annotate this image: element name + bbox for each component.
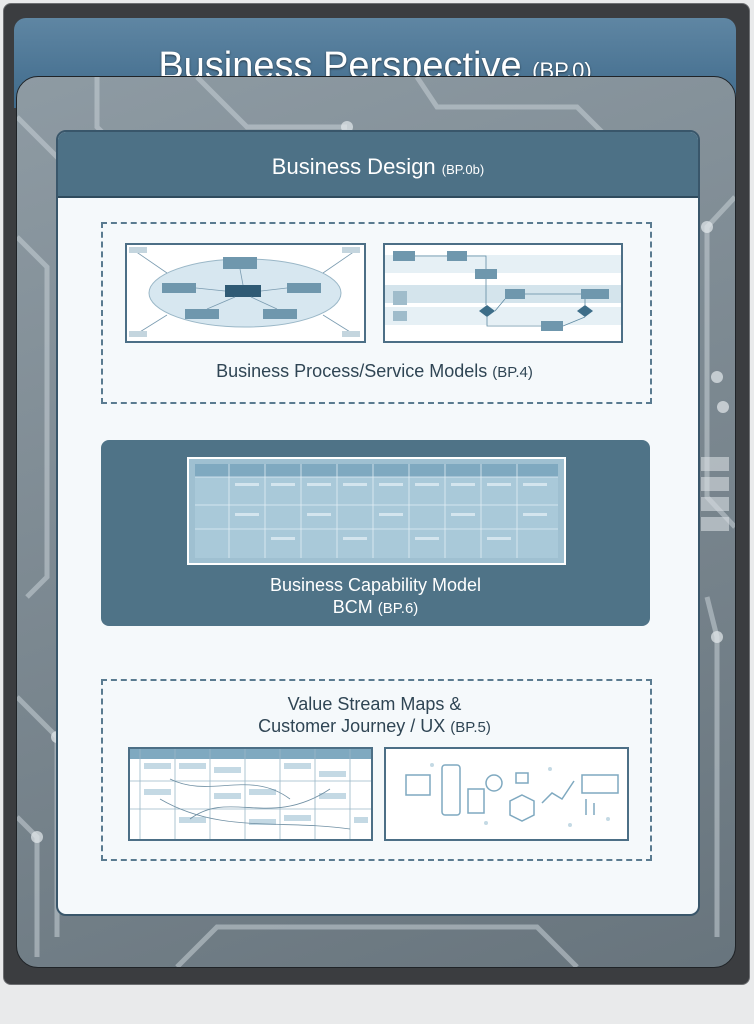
value-stream-sublabel: Customer Journey / UX <box>258 716 446 736</box>
grid-lines <box>195 464 558 558</box>
user-icon <box>485 774 503 792</box>
grid-header-row <box>195 464 558 477</box>
journey-icons <box>405 764 619 822</box>
circuit-chip <box>701 497 729 511</box>
circuit-pad <box>711 631 723 643</box>
circuit-trace <box>17 235 50 599</box>
business-design-title: Business Design (BP.0b) <box>58 154 698 183</box>
diagram-note <box>342 247 360 253</box>
business-design-title-text: Business Design <box>271 154 436 179</box>
actor-icon <box>393 311 407 321</box>
circuit-trace <box>175 924 579 967</box>
business-design-header: Business Design (BP.0b) <box>58 132 698 198</box>
customer-journey-thumbnail[interactable] <box>384 747 629 841</box>
capability-model-code: (BP.6) <box>377 600 419 617</box>
value-stream-map-thumbnail[interactable] <box>128 747 373 841</box>
map-header-row <box>130 749 371 759</box>
phone-icon <box>441 764 461 816</box>
grid-cells <box>235 483 547 540</box>
monitor-icon <box>405 774 431 796</box>
capability-model-caption: Business Capability Model BCM (BP.6) <box>101 574 650 620</box>
circuit-pad <box>711 371 723 383</box>
diagram-node <box>287 283 321 293</box>
swimlane <box>385 307 621 325</box>
diagram-node <box>223 257 257 269</box>
circuit-chip <box>701 477 729 491</box>
diagram-node <box>185 309 219 319</box>
process-step <box>541 321 563 331</box>
value-stream-sublabel-row: Customer Journey / UX (BP.5) <box>102 715 647 739</box>
process-models-caption: Business Process/Service Models (BP.4) <box>102 360 647 384</box>
diagram-note <box>342 331 360 337</box>
dashboard-icon <box>581 774 619 794</box>
business-design-title-code: (BP.0b) <box>441 162 485 177</box>
value-stream-caption: Value Stream Maps & Customer Journey / U… <box>102 693 647 739</box>
circuit-chip <box>701 517 729 531</box>
customer-journey-illustration <box>405 763 619 827</box>
swimlane <box>385 285 621 303</box>
cart-icon <box>467 788 485 814</box>
circuit-pad <box>717 401 729 413</box>
service-model-diagram <box>385 251 621 331</box>
diagram-node <box>162 283 196 293</box>
capability-model-grid <box>195 464 558 558</box>
process-step <box>393 251 415 261</box>
capability-model-sublabel: BCM <box>332 597 373 617</box>
circuit-trace <box>704 195 735 529</box>
map-grid <box>130 749 371 839</box>
diagram-center-node <box>225 285 261 297</box>
circuit-trace <box>195 77 347 130</box>
circuit-pad <box>31 831 43 843</box>
process-models-code: (BP.4) <box>492 364 533 381</box>
process-step <box>475 269 497 279</box>
process-model-diagram <box>129 247 360 337</box>
service-model-thumbnail[interactable] <box>383 243 623 343</box>
process-step <box>581 289 609 299</box>
box-icon <box>509 794 535 822</box>
process-step <box>447 251 467 261</box>
decision-node <box>479 305 495 317</box>
value-stream-label: Value Stream Maps & <box>287 694 462 714</box>
map-flows <box>159 778 351 830</box>
capability-model-label: Business Capability Model <box>269 575 482 595</box>
actor-icon <box>393 291 407 305</box>
map-cells <box>144 763 368 825</box>
diagram-note <box>129 331 147 337</box>
circuit-chip <box>701 457 729 471</box>
grid-background <box>195 464 558 558</box>
swimlane <box>385 255 621 273</box>
circuit-trace <box>414 77 619 149</box>
process-step <box>505 289 525 299</box>
decision-node <box>577 305 593 317</box>
process-flow <box>415 255 586 327</box>
circuit-pad <box>701 221 713 233</box>
capability-model-sublabel-row: BCM (BP.6) <box>101 596 650 620</box>
value-stream-code: (BP.5) <box>450 719 491 736</box>
diagram-node <box>263 309 297 319</box>
circuit-trace <box>704 596 720 937</box>
value-stream-map <box>130 749 371 839</box>
process-models-label: Business Process/Service Models <box>216 361 488 381</box>
process-model-thumbnail[interactable] <box>125 243 366 343</box>
mail-icon <box>515 772 529 784</box>
capability-model-thumbnail[interactable] <box>187 457 566 565</box>
trend-icon <box>541 780 575 804</box>
journey-stars <box>430 763 610 827</box>
diagram-note <box>129 247 147 253</box>
